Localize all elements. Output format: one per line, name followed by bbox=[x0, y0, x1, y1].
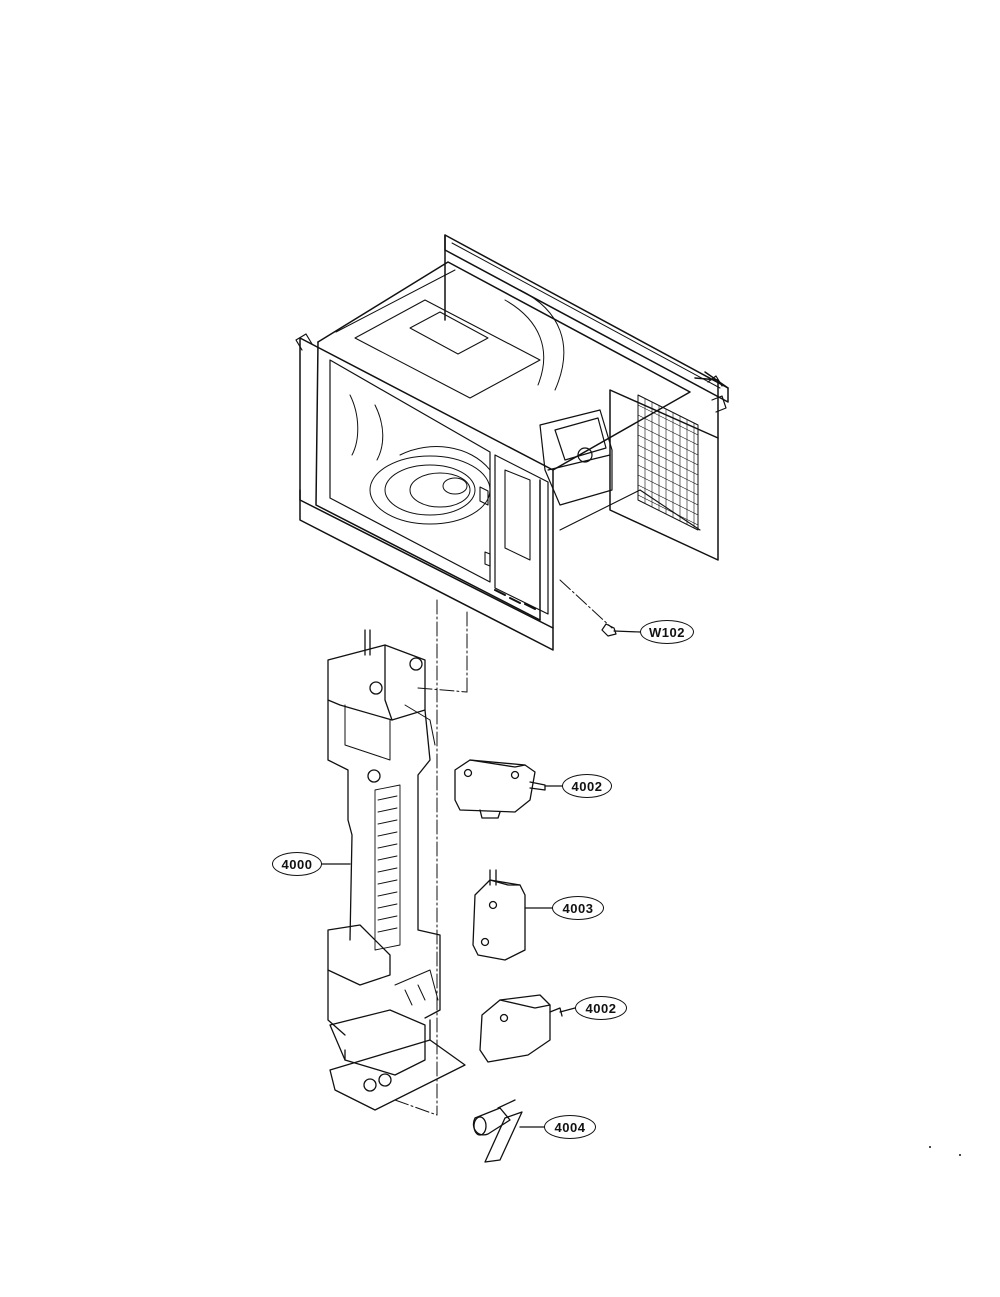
callout-4000: 4000 bbox=[272, 852, 322, 876]
motor-bracket bbox=[539, 409, 613, 506]
turntable bbox=[369, 446, 491, 525]
speck bbox=[959, 1154, 961, 1156]
assembly-lines bbox=[394, 579, 613, 1116]
vent-grille bbox=[637, 394, 699, 531]
speck bbox=[929, 1146, 931, 1148]
switch-4003 bbox=[472, 869, 553, 961]
screw-w102 bbox=[601, 623, 641, 637]
interlock-mount bbox=[479, 469, 536, 610]
switch-4002-upper bbox=[454, 759, 563, 819]
callout-4002-upper: 4002 bbox=[562, 774, 612, 798]
lever-4004 bbox=[472, 1099, 545, 1163]
callout-4004: 4004 bbox=[544, 1115, 596, 1139]
microwave-cavity-assembly bbox=[295, 234, 729, 651]
door-latch-board bbox=[327, 629, 466, 1111]
switch-4002-lower bbox=[479, 994, 576, 1063]
callout-w102: W102 bbox=[640, 620, 694, 644]
callout-4003: 4003 bbox=[552, 896, 604, 920]
callout-4002-lower: 4002 bbox=[575, 996, 627, 1020]
